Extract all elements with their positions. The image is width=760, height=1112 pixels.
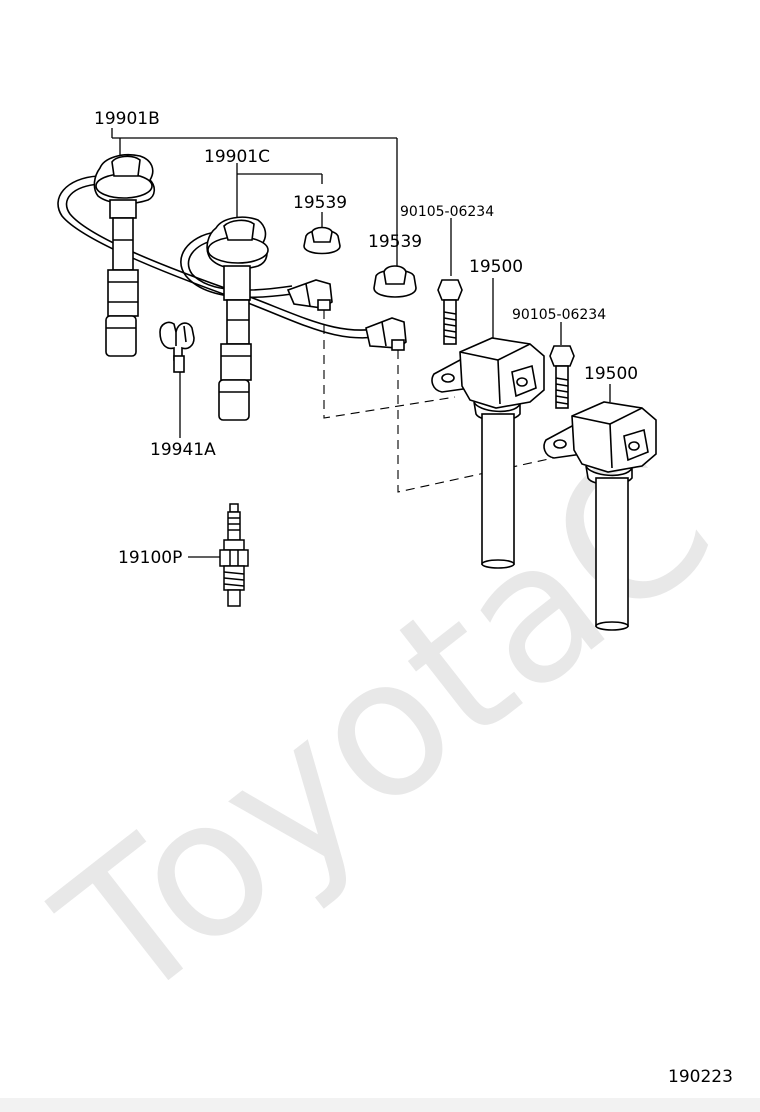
leader-lines bbox=[111, 128, 611, 558]
ignition-coil-19500-b bbox=[543, 401, 657, 631]
spark-plug-19100p bbox=[219, 503, 249, 607]
grommet-19539-a bbox=[303, 226, 341, 255]
bolt-90105-a bbox=[437, 279, 463, 345]
label-19901c: 19901C bbox=[204, 147, 270, 167]
label-19100p: 19100P bbox=[118, 548, 182, 568]
label-19500-a: 19500 bbox=[469, 257, 523, 277]
grommet-19539-b bbox=[373, 265, 417, 298]
label-19539-a: 19539 bbox=[293, 193, 347, 213]
label-19539-b: 19539 bbox=[368, 232, 422, 252]
bottom-band bbox=[0, 1098, 760, 1112]
label-19901b: 19901B bbox=[94, 109, 160, 129]
plug-wire-19901b bbox=[57, 153, 407, 357]
bolt-90105-b bbox=[549, 345, 575, 409]
plug-wire-19901c bbox=[180, 216, 333, 421]
part-labels: 19901B 19901C 19539 19539 90105-06234 19… bbox=[94, 109, 733, 1087]
watermark-text: ToyotaC bbox=[21, 408, 751, 1046]
ignition-coil-19500-a bbox=[431, 337, 545, 569]
label-19500-b: 19500 bbox=[584, 364, 638, 384]
figure-number: 190223 bbox=[668, 1067, 733, 1087]
wire-clamp-19941a bbox=[159, 321, 195, 373]
label-90105-a: 90105-06234 bbox=[400, 204, 494, 220]
label-90105-b: 90105-06234 bbox=[512, 307, 606, 323]
label-19941a: 19941A bbox=[150, 440, 216, 460]
